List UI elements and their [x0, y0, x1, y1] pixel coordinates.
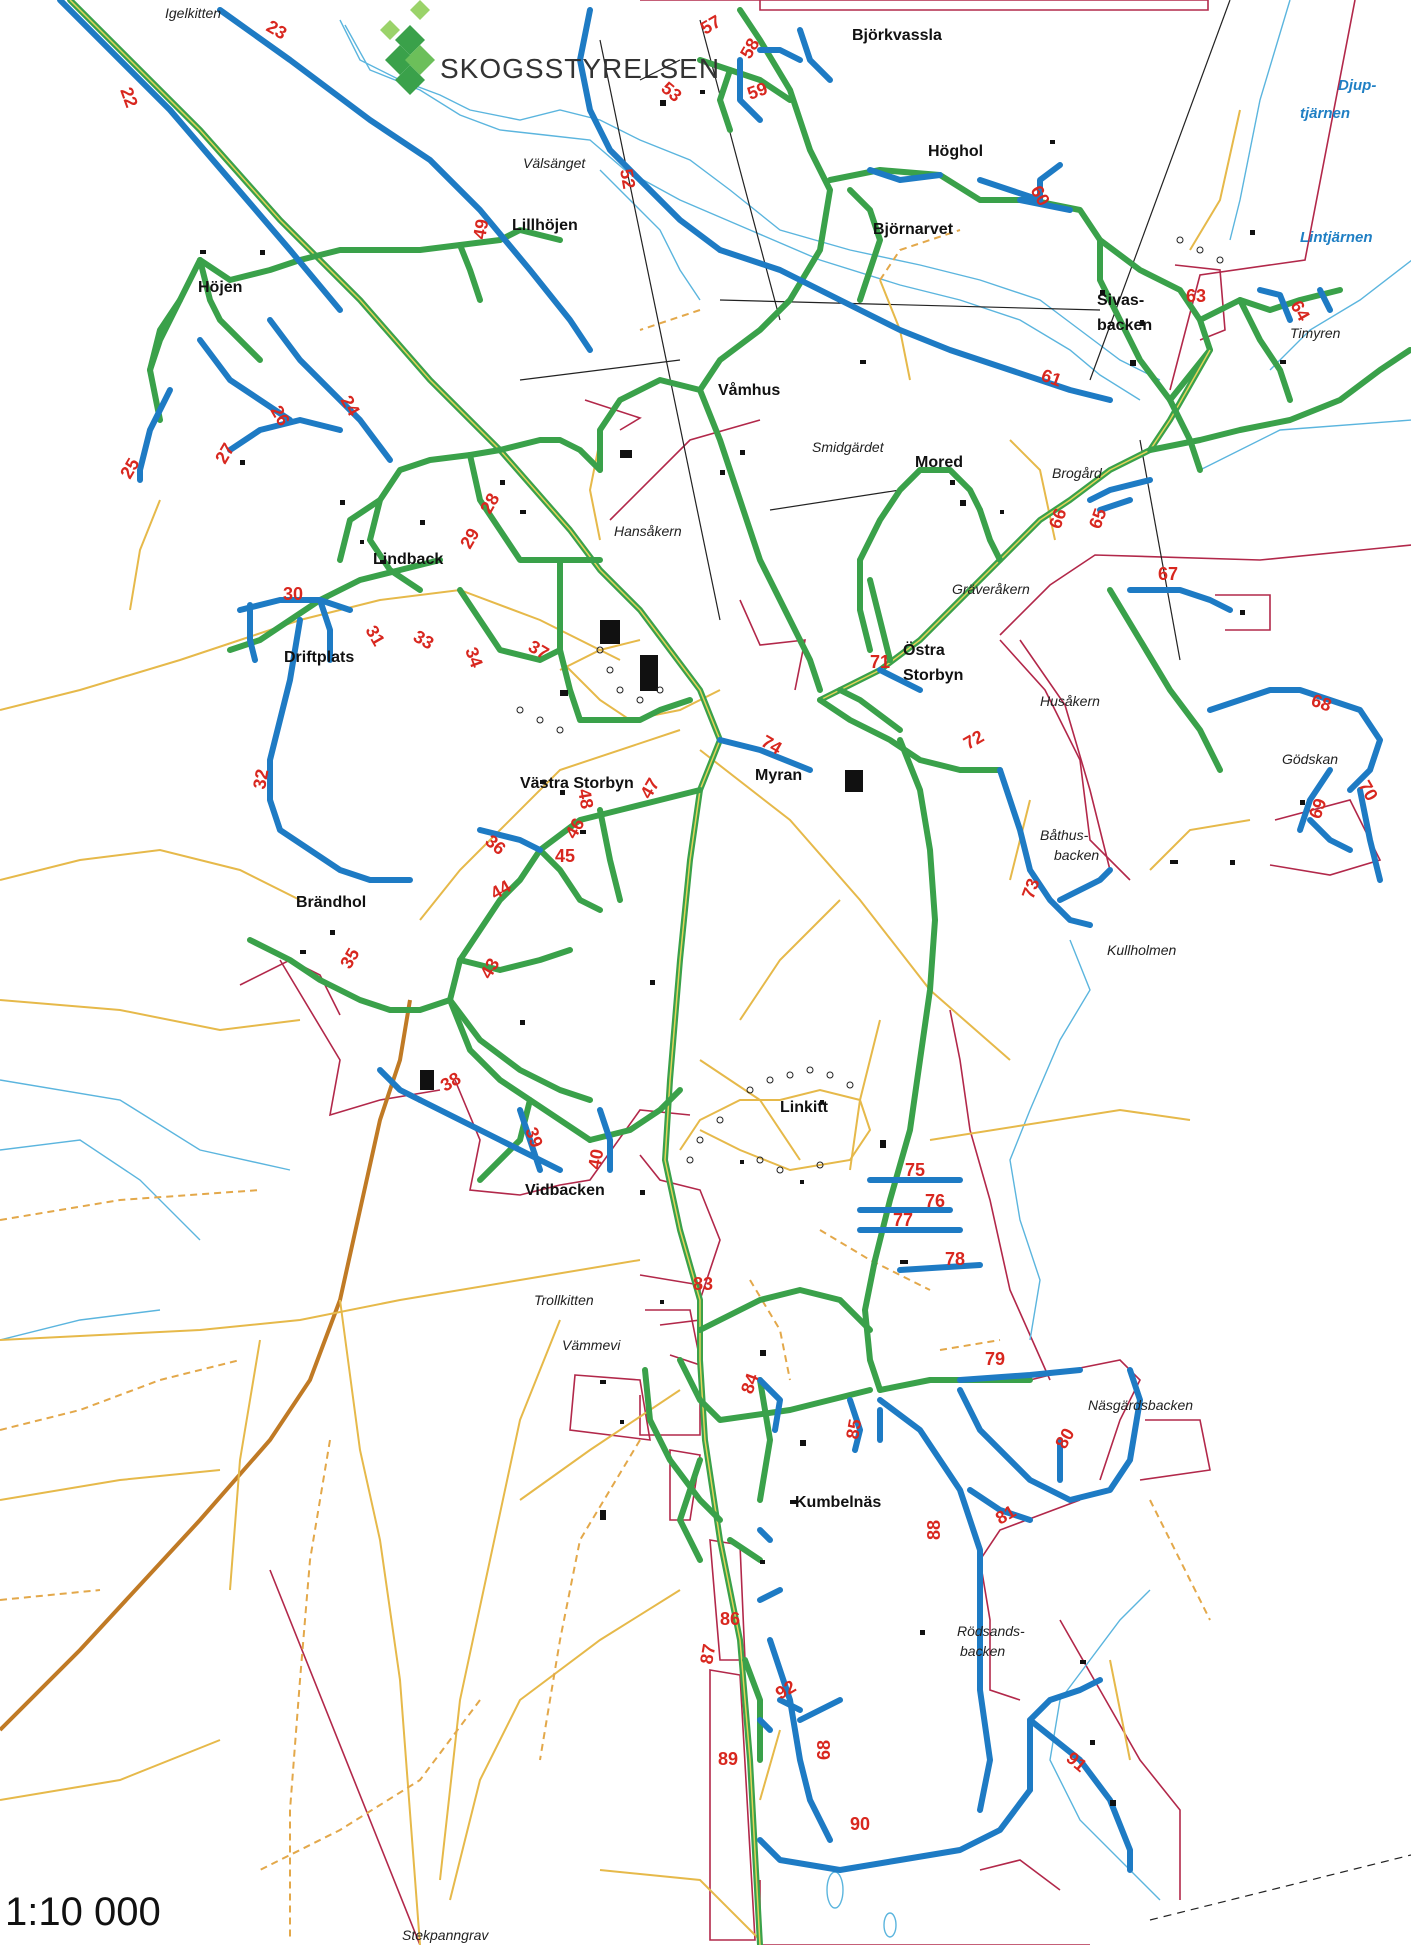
place-label: Brogård [1052, 465, 1103, 481]
place-label: Driftplats [284, 649, 354, 666]
road-number: 48 [574, 787, 597, 810]
lake-label: Lintjärnen [1300, 229, 1373, 246]
road-number: 40 [584, 1147, 607, 1170]
place-label: backen [1054, 847, 1099, 863]
road-number: 45 [555, 846, 575, 866]
place-label: Välsänget [523, 155, 586, 171]
green-roads [67, 0, 1411, 1945]
road-number: 85 [842, 1417, 865, 1440]
road-number: 67 [1158, 564, 1178, 584]
place-label: Trollkitten [534, 1292, 594, 1308]
place-label: Timyren [1290, 325, 1341, 341]
road-number: 63 [1186, 286, 1206, 306]
road-number: 77 [893, 1210, 913, 1230]
place-label: Igelkitten [165, 5, 221, 21]
place-label: Brändhol [296, 894, 366, 911]
road-number: 68 [814, 1740, 834, 1760]
place-label: Mored [915, 454, 963, 471]
skogsstyrelsen-logo: SKOGSSTYRELSEN [380, 0, 720, 95]
place-label: Kullholmen [1107, 942, 1176, 958]
minor-roads [0, 109, 1251, 1945]
road-number: 30 [283, 584, 303, 604]
place-label: Sivas- [1097, 292, 1144, 309]
road-number: 88 [924, 1520, 944, 1540]
place-label: Höghol [928, 143, 983, 160]
road-number: 89 [718, 1749, 738, 1769]
place-label: Västra Storbyn [520, 775, 634, 792]
road-number: 87 [696, 1642, 719, 1665]
buildings [200, 90, 1305, 1806]
house-clusters [516, 236, 1224, 1174]
road-number: 71 [870, 652, 890, 672]
place-label: Östra [903, 640, 945, 659]
place-label: Gödskan [1282, 751, 1338, 767]
railway [0, 999, 412, 1732]
blue-roads [57, 0, 1383, 1873]
road-number: 52 [616, 167, 639, 190]
road-number: 86 [720, 1609, 740, 1629]
place-label: Linkitt [780, 1099, 829, 1116]
place-label: Lillhöjen [512, 217, 578, 234]
place-label: Lindback [373, 551, 443, 568]
place-label: Näsgärdsbacken [1088, 1397, 1193, 1413]
place-label: Vämmevi [562, 1337, 621, 1353]
place-label: Gräveråkern [952, 581, 1030, 597]
place-labels: Igelkitten Björkvassla Höghol Björnarvet… [165, 5, 1341, 1943]
road-number: 79 [985, 1349, 1005, 1369]
road-number: 76 [925, 1191, 945, 1211]
place-label: Husåkern [1040, 693, 1100, 709]
place-label: backen [960, 1643, 1005, 1659]
place-label: Björnarvet [873, 221, 954, 238]
lake-label: tjärnen [1300, 105, 1350, 122]
place-label: Våmhus [718, 381, 780, 399]
place-label: backen [1097, 317, 1152, 334]
place-label: Båthus- [1040, 827, 1089, 843]
place-label: Myran [755, 767, 802, 784]
place-label: Stekpanngrav [402, 1927, 489, 1943]
place-label: Storbyn [903, 667, 963, 684]
logo-text: SKOGSSTYRELSEN [440, 53, 720, 84]
road-number: 83 [693, 1274, 713, 1294]
lake-label: Djup- [1338, 77, 1376, 94]
water-labels: Djup- tjärnen Lintjärnen [1300, 77, 1376, 246]
road-number: 49 [469, 217, 492, 240]
place-label: Smidgärdet [812, 439, 885, 455]
scale-label: 1:10 000 [5, 1890, 161, 1934]
place-label: Björkvassla [852, 27, 942, 44]
place-label: Rödsands- [957, 1623, 1025, 1639]
place-label: Hansåkern [614, 523, 682, 539]
place-label: Vidbacken [525, 1182, 605, 1199]
road-number: 75 [905, 1160, 925, 1180]
power-lines [519, 0, 1411, 1921]
road-number: 32 [249, 767, 272, 790]
place-label: Höjen [198, 279, 242, 296]
road-number: 78 [945, 1249, 965, 1269]
road-number: 90 [850, 1814, 870, 1834]
place-label: Kumbelnäs [795, 1494, 881, 1511]
